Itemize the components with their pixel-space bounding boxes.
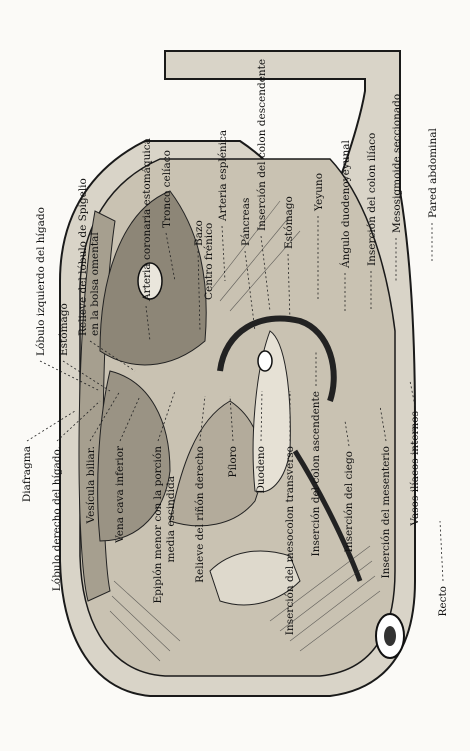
label-pared-abdominal: Pared abdominal (427, 127, 439, 218)
label-vasos-iliacos: Vasos ilíacos internos (409, 411, 421, 527)
label-insercion-colon-descendente: Inserción del colon descendente (256, 59, 268, 231)
label-spigelio-1: Relieve del lóbulo de Spigelio (77, 178, 89, 336)
label-estomago-2: Estómago (283, 196, 295, 249)
label-insercion-mesenterio: Inserción del mesenterio (380, 446, 392, 579)
label-arteria-coronaria: Arteria coronaria estomáquica (141, 138, 153, 302)
label-estomago-1: Estómago (58, 303, 70, 356)
label-pancreas: Páncreas (240, 198, 252, 246)
label-insercion-colon-iliaco: Inserción del colon ilíaco (366, 133, 378, 266)
label-mesosigmoide: Mesosigmoide seccionado (391, 94, 403, 233)
label-duodeno: Duodeno (255, 446, 267, 494)
label-vesicula-biliar: Vesícula biliar. (85, 446, 97, 524)
label-vena-cava: Vena cava inferior (114, 445, 126, 544)
label-angulo-duodenoyeyunal: Ángulo duodenoyeyunal (338, 139, 352, 269)
label-lobulo-izquierdo: Lóbulo izquierdo del hígado (35, 207, 47, 356)
label-lobulo-derecho: Lóbulo derecho del hígado. (51, 446, 63, 591)
label-arteria-esplenica: Arteria esplénica (217, 130, 229, 222)
label-piloro: Píloro (227, 446, 239, 477)
label-rinon-derecho: Relieve del riñón derecho (194, 446, 206, 583)
label-insercion-ciego: Inserción del ciego (343, 451, 355, 552)
label-mesocolon-transverso: Inserción del mesocolon transverso (284, 446, 296, 635)
label-yeyuno: Yeyuno (313, 173, 325, 212)
label-tronco-celiaco: Tronco celíaco (161, 150, 173, 228)
centro-frenico-group: Centro frénico (203, 223, 215, 300)
label-spigelio-2: en la bolsa omental (89, 232, 101, 336)
label-recto: Recto (437, 586, 449, 617)
label-centro-frenico-main: Centro frénico (203, 223, 215, 300)
label-diafragma: Diafragma (21, 446, 33, 502)
label-epiplon-menor-1: Epiplón menor con la porción (152, 446, 164, 604)
abdominal-vessel (258, 351, 272, 371)
label-epiplon-menor-2: media escindida (165, 476, 177, 563)
abdomen-illustration (60, 51, 415, 696)
label-colon-ascendente: Inserción del colon ascendente (310, 391, 322, 556)
